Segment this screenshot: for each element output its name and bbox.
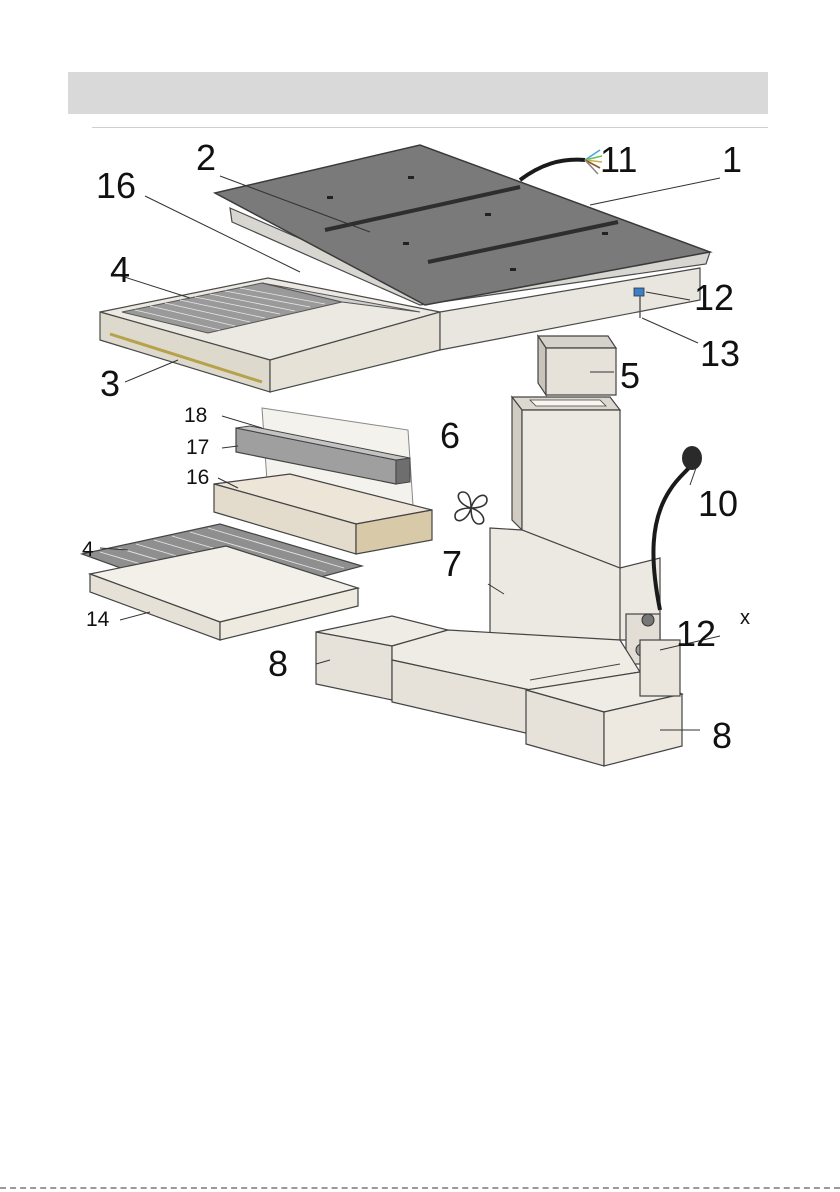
callout-8-left: 8 <box>268 643 288 684</box>
hob-mark <box>408 176 414 179</box>
callout-16-top: 16 <box>96 165 136 206</box>
page-bottom-border <box>0 1187 840 1189</box>
callout-11: 11 <box>600 139 637 180</box>
hob-mark <box>327 196 333 199</box>
fan-icon <box>455 492 487 524</box>
callout-1: 1 <box>722 139 742 180</box>
callout-3: 3 <box>100 363 120 404</box>
callout-2: 2 <box>196 137 216 178</box>
base-duct-riser <box>640 640 680 696</box>
callout-12-superscript: x <box>740 607 750 629</box>
hob-mark <box>403 242 409 245</box>
callout-7: 7 <box>442 543 462 584</box>
callout-4-top: 4 <box>110 249 130 290</box>
callout-16-mid: 16 <box>186 466 209 489</box>
hob-mark <box>510 268 516 271</box>
callout-17: 17 <box>186 436 209 459</box>
callout-6: 6 <box>440 415 460 456</box>
callout-4-mid: 4 <box>82 538 94 561</box>
callout-5: 5 <box>620 355 640 396</box>
callout-14: 14 <box>86 608 110 631</box>
connector-part <box>634 288 644 296</box>
callout-8-right: 8 <box>712 715 732 756</box>
callout-13: 13 <box>700 333 740 374</box>
hob-mark <box>602 232 608 235</box>
mains-cable <box>520 150 602 180</box>
callout-18: 18 <box>184 404 207 427</box>
callout-10: 10 <box>698 483 738 524</box>
callout-12-top: 12 <box>694 277 734 318</box>
callout-12-bottom: 12 <box>676 613 716 654</box>
hob-mark <box>485 213 491 216</box>
duct-adapter <box>538 336 616 395</box>
